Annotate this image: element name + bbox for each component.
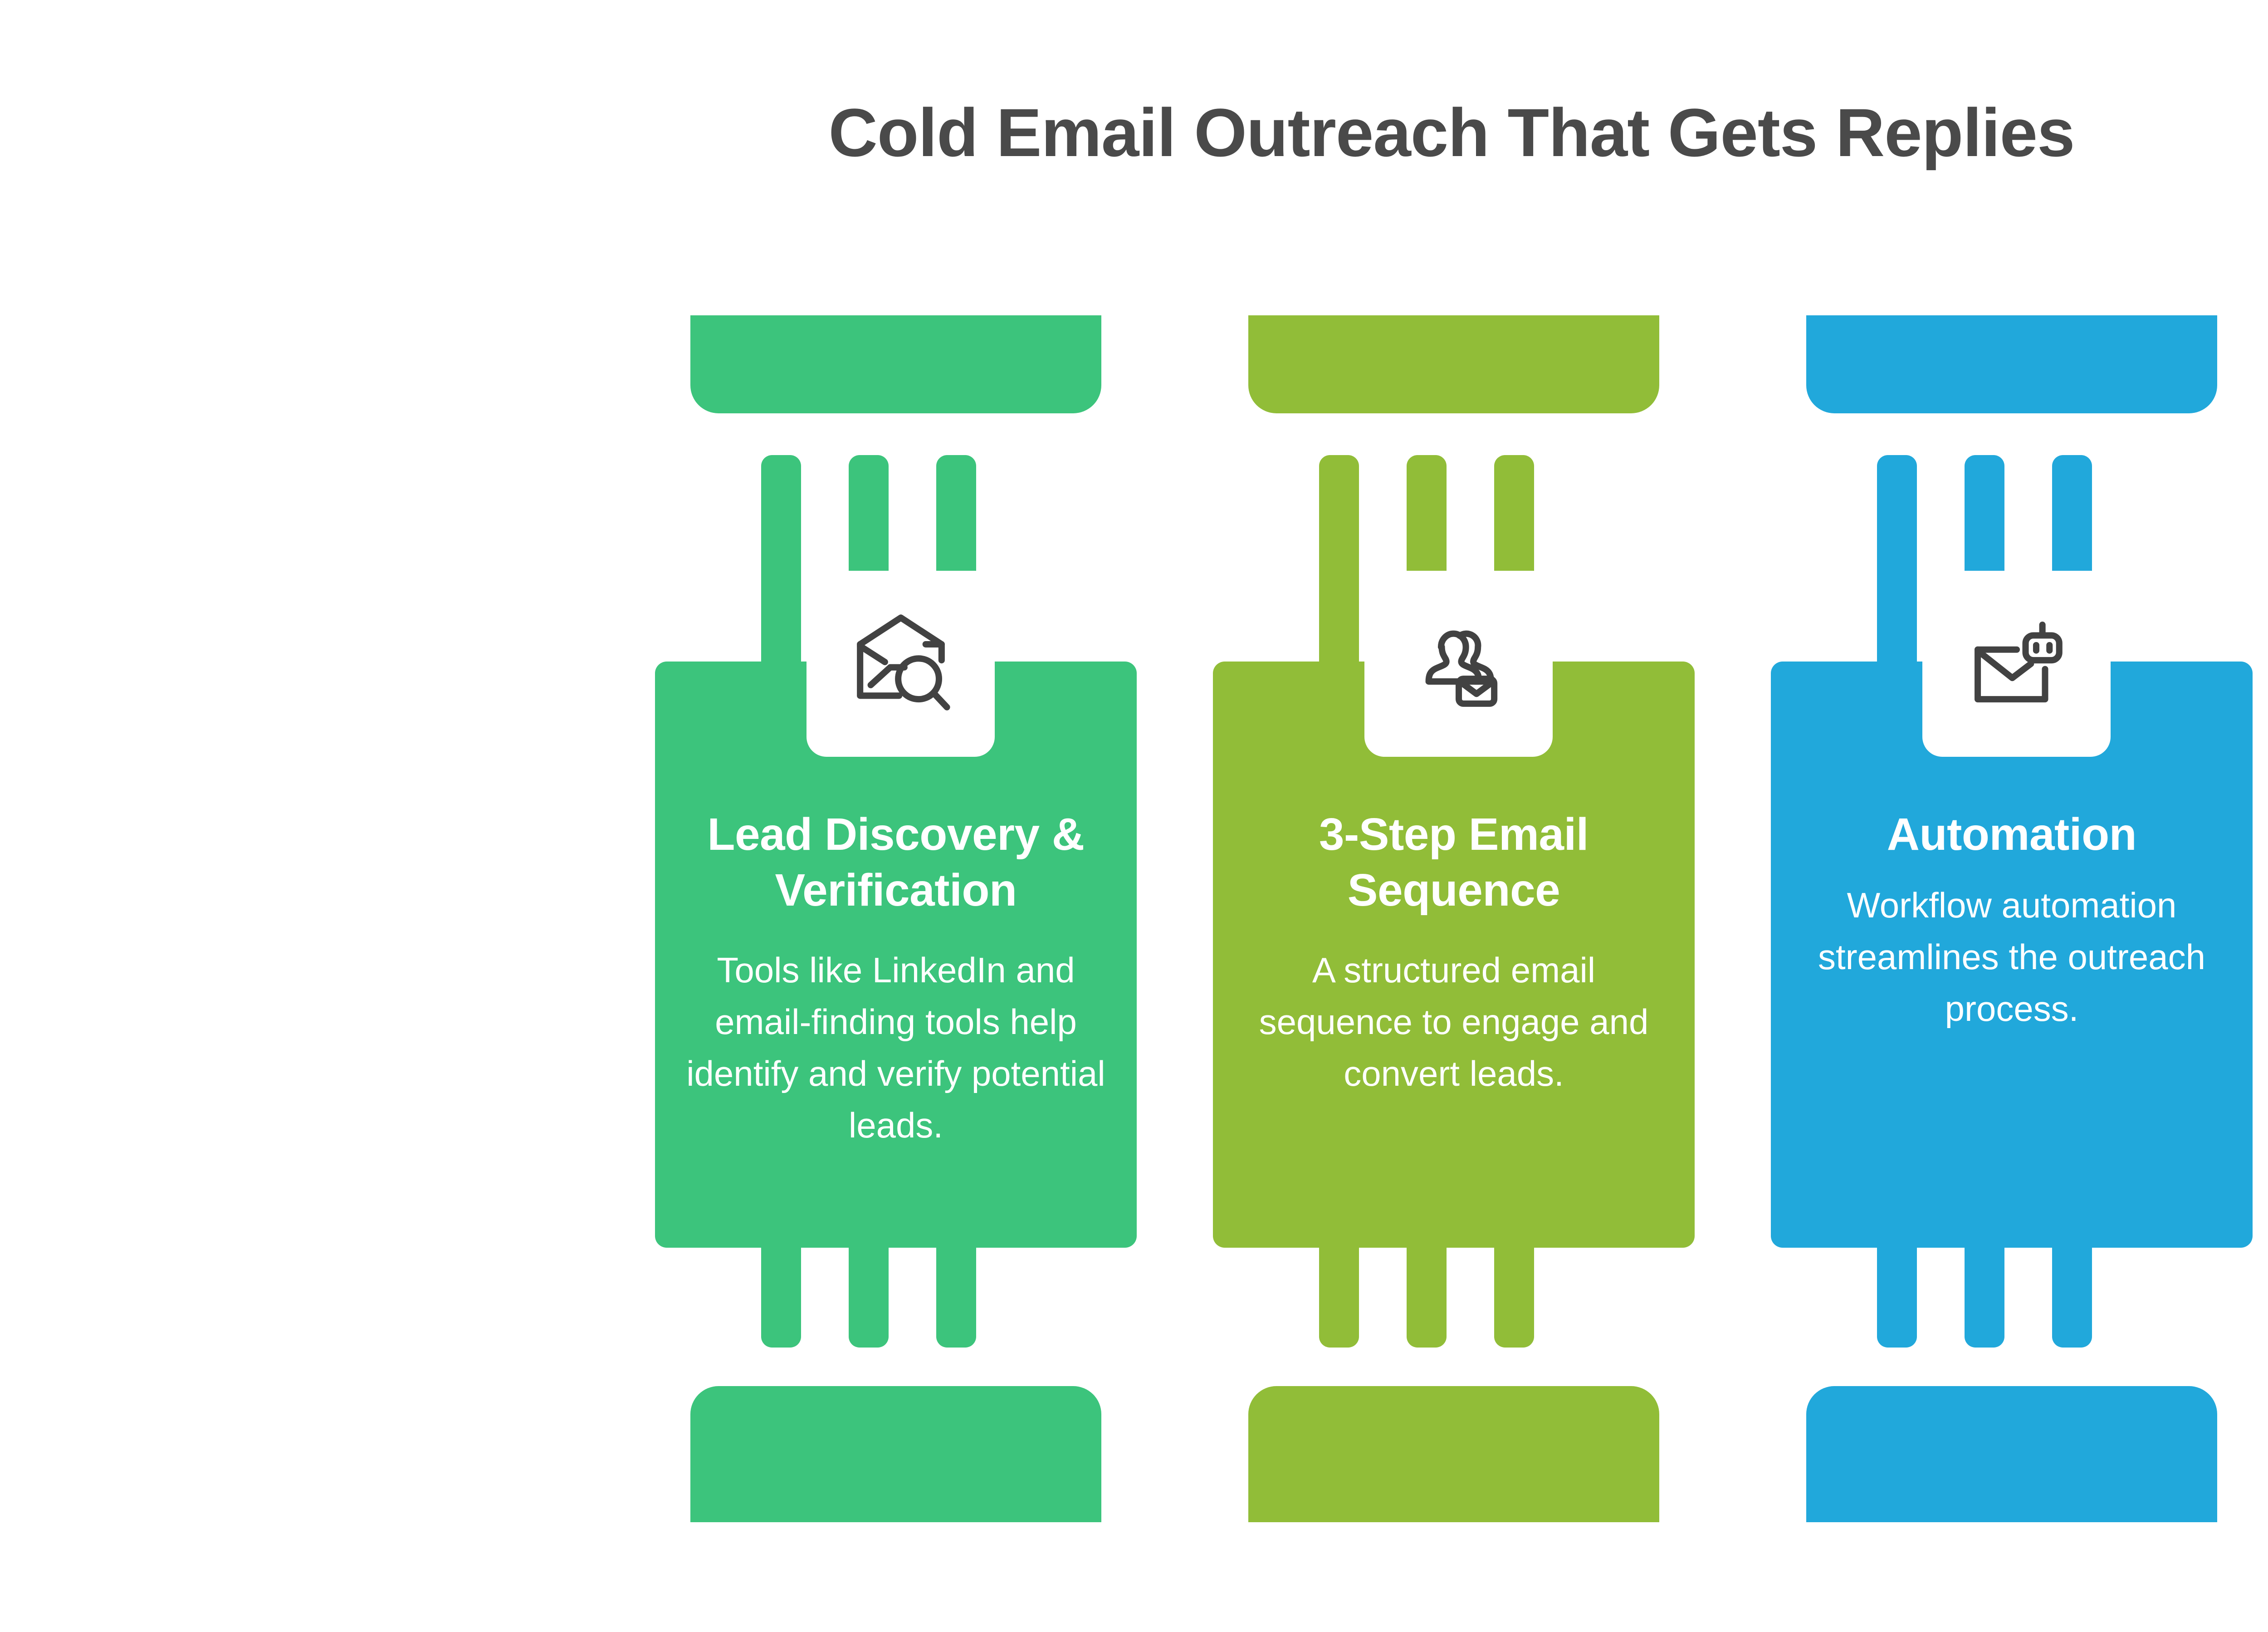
prong xyxy=(1319,1243,1359,1348)
card-title: Lead Discovery & Verification xyxy=(707,809,1085,916)
column-lead-discovery: Lead Discovery & Verification Tools like… xyxy=(590,0,1148,1632)
bottom-connector-bar xyxy=(1806,1386,2217,1522)
icon-tile xyxy=(1922,571,2111,757)
prong xyxy=(849,1243,889,1348)
card-automation[interactable]: Automation Workflow automation streamlin… xyxy=(1771,662,2253,1248)
bottom-connector-bar xyxy=(690,1386,1101,1522)
bottom-connector-bar xyxy=(1248,1386,1659,1522)
card-title: 3-Step Email Sequence xyxy=(1319,809,1589,916)
prong xyxy=(1877,455,1917,668)
icon-tile xyxy=(1364,571,1553,757)
prong xyxy=(1877,1243,1917,1348)
prong xyxy=(936,1243,976,1348)
card-lead-discovery[interactable]: Lead Discovery & Verification Tools like… xyxy=(655,662,1137,1248)
bottom-prongs xyxy=(590,1243,1148,1393)
top-connector-bar xyxy=(1806,315,2217,413)
top-connector-bar xyxy=(690,315,1101,413)
column-automation: Automation Workflow automation streamlin… xyxy=(1706,0,2263,1632)
top-prongs xyxy=(1706,455,2263,668)
card-description: Tools like LinkedIn and email-finding to… xyxy=(686,950,1105,1145)
prong xyxy=(1965,1243,2004,1348)
card-email-sequence[interactable]: 3-Step Email Sequence A structured email… xyxy=(1213,662,1695,1248)
prong xyxy=(1407,1243,1447,1348)
prong xyxy=(761,455,801,668)
card-title: Automation xyxy=(1887,809,2137,860)
prong xyxy=(1319,455,1359,668)
card-description: Workflow automation streamlines the outr… xyxy=(1818,885,2206,1029)
icon-tile xyxy=(807,571,995,757)
bottom-prongs xyxy=(1706,1243,2263,1393)
prong xyxy=(2052,1243,2092,1348)
page-title: Cold Email Outreach That Gets Replies xyxy=(828,94,2075,171)
prong xyxy=(1494,1243,1534,1348)
card-description: A structured email sequence to engage an… xyxy=(1259,950,1649,1093)
top-connector-bar xyxy=(1248,315,1659,413)
prong xyxy=(761,1243,801,1348)
bottom-prongs xyxy=(1148,1243,1706,1393)
column-email-sequence: 3-Step Email Sequence A structured email… xyxy=(1148,0,1706,1632)
envelope-search-icon xyxy=(844,607,958,720)
people-envelope-icon xyxy=(1402,607,1515,720)
envelope-robot-icon xyxy=(1960,607,2073,720)
